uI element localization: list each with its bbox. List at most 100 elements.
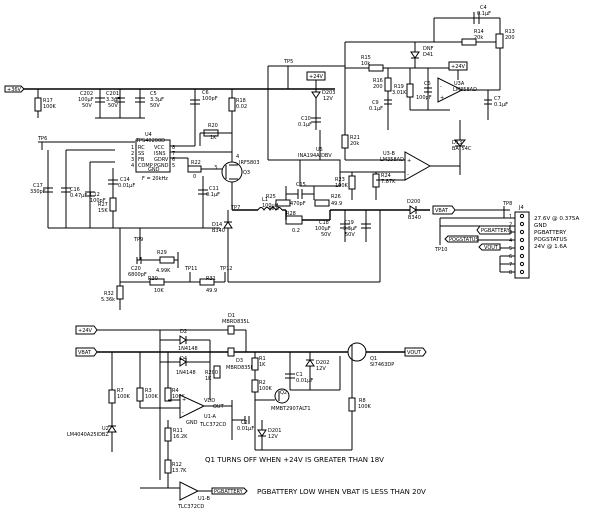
u1b-comparator-symbol — [179, 481, 200, 501]
c2-label: C2 — [241, 420, 248, 426]
svg-text:GDRV: GDRV — [154, 157, 169, 163]
u2-label: U2 — [102, 426, 109, 432]
q1-label: Q1 — [370, 356, 377, 362]
r32-value: 5.36k — [101, 297, 115, 303]
net-vbat-top: VBAT — [435, 208, 449, 214]
d2-diode-symbol — [179, 335, 187, 345]
svg-text:COMP: COMP — [138, 163, 153, 169]
u4-frequency: F = 20kHz — [142, 176, 168, 182]
r17-symbol — [34, 97, 42, 112]
r27-value: 15K — [98, 208, 108, 214]
svg-text:50V: 50V — [345, 232, 355, 238]
u3b-value: LM358AD — [380, 157, 404, 163]
q1-value: SI7463DP — [370, 362, 394, 368]
svg-text:2: 2 — [509, 222, 512, 228]
c11-label: C11 — [209, 186, 219, 192]
net-pgbattery-tag-j4 — [476, 225, 511, 235]
c14-label: C14 — [120, 177, 130, 183]
net-36v-tag — [4, 85, 25, 93]
d41-value: D41 — [423, 52, 433, 58]
d203-diode-symbol — [311, 91, 321, 99]
d14-value: B340 — [212, 228, 225, 234]
r28-value: 0.2 — [292, 228, 300, 234]
j4-pin-5-label: 24V @ 1.6A — [534, 244, 567, 250]
r26-symbol — [314, 199, 330, 207]
c9-value: 0.1µF — [369, 106, 383, 112]
r8-symbol — [348, 397, 356, 412]
r29-label: R29 — [157, 250, 167, 256]
d4-diode-symbol — [179, 357, 187, 367]
u2-value: LM4040A25IDBZ — [67, 432, 109, 438]
r2-symbol — [251, 379, 259, 393]
r22-label: R22 — [191, 160, 201, 166]
svg-text:50V: 50V — [108, 103, 118, 109]
d13-value: BAT54C — [452, 146, 472, 152]
svg-text:50V: 50V — [82, 103, 92, 109]
u1a-comparator-symbol — [179, 394, 206, 419]
net-vout-j4: VOUT — [484, 245, 499, 251]
c4-value: 0.1µF — [477, 11, 491, 17]
u1a-label: U1-A — [204, 414, 217, 420]
r1-value: 1K — [259, 362, 266, 368]
r20-value: 1K — [210, 135, 217, 141]
tp12-label: TP12 — [219, 266, 232, 272]
r31-symbol — [199, 278, 215, 286]
svg-text:+: + — [440, 95, 444, 101]
bottom-powerpath-section: +24V D1 MBRD835L VBAT D3 MBRD835L D2 1N4… — [67, 313, 427, 510]
c6-value: 100pF — [202, 96, 218, 102]
c6b-label: C6 — [424, 81, 431, 87]
r32-symbol — [116, 285, 124, 300]
note-pgbattery-low: PGBATTERY LOW WHEN VBAT IS LESS THAN 20V — [257, 488, 426, 496]
c10-value: 0.1µF — [298, 122, 312, 128]
r27-label: R27 — [98, 202, 108, 208]
d201-diode-symbol — [257, 429, 267, 437]
c16-value: 0.47µF — [70, 193, 87, 199]
r13-symbol — [495, 33, 504, 49]
r21-symbol — [341, 134, 349, 149]
net-pgstatus-j4: POGSTATUS — [449, 237, 479, 243]
svg-text:5: 5 — [172, 163, 175, 169]
r12-label: R12 — [172, 462, 182, 468]
svg-text:6: 6 — [509, 254, 512, 260]
r17-label: R17 — [43, 98, 53, 104]
net-vbat-tag-top — [432, 205, 456, 215]
j4-label: J4 — [518, 205, 524, 211]
tp6-label: TP6 — [37, 136, 47, 142]
d4-label: D4 — [180, 356, 187, 362]
r20-label: R20 — [208, 123, 218, 129]
d1-label: D1 — [228, 313, 235, 319]
d4-value: 1N4148 — [176, 370, 196, 376]
r23-label: R23 — [335, 177, 345, 183]
l1-inductor-symbol — [257, 207, 283, 211]
r11-symbol — [164, 427, 172, 442]
r26-value: 49.9 — [331, 201, 342, 207]
svg-text:-: - — [440, 84, 442, 90]
d3-value: MBRD835L — [226, 365, 254, 371]
c18-label: C18 — [319, 220, 329, 226]
c201-label: C201 — [106, 91, 119, 97]
d202-value: 12V — [316, 366, 326, 372]
svg-text:6: 6 — [172, 157, 175, 163]
svg-text:4: 4 — [236, 154, 239, 160]
r25-value: 49.9 — [268, 206, 279, 212]
q1-mosfet-symbol — [347, 342, 367, 362]
tp10-label: TP10 — [434, 247, 447, 253]
u3a-label: U3A — [454, 81, 465, 87]
r22-symbol — [187, 165, 202, 173]
r3-symbol — [136, 387, 144, 402]
r15-value: 10k — [361, 61, 370, 67]
svg-text:7: 7 — [509, 262, 512, 268]
r18-value: 0.02 — [236, 104, 247, 110]
net-24v-d203: +24V — [309, 74, 324, 80]
r4-value: 100K — [172, 394, 186, 400]
r21-label: R21 — [350, 135, 360, 141]
c6-label: C6 — [202, 90, 209, 96]
c12-label: C12 — [90, 192, 100, 198]
r8-label: R8 — [359, 398, 366, 404]
net-vout-bottom: VOUT — [407, 350, 422, 356]
tp5-label: TP5 — [283, 59, 293, 65]
tp11-label: TP11 — [184, 266, 197, 272]
c15-value: 470pF — [290, 201, 306, 207]
c5-label: C5 — [150, 91, 157, 97]
u5-value: INA194AIDBV — [298, 153, 332, 159]
